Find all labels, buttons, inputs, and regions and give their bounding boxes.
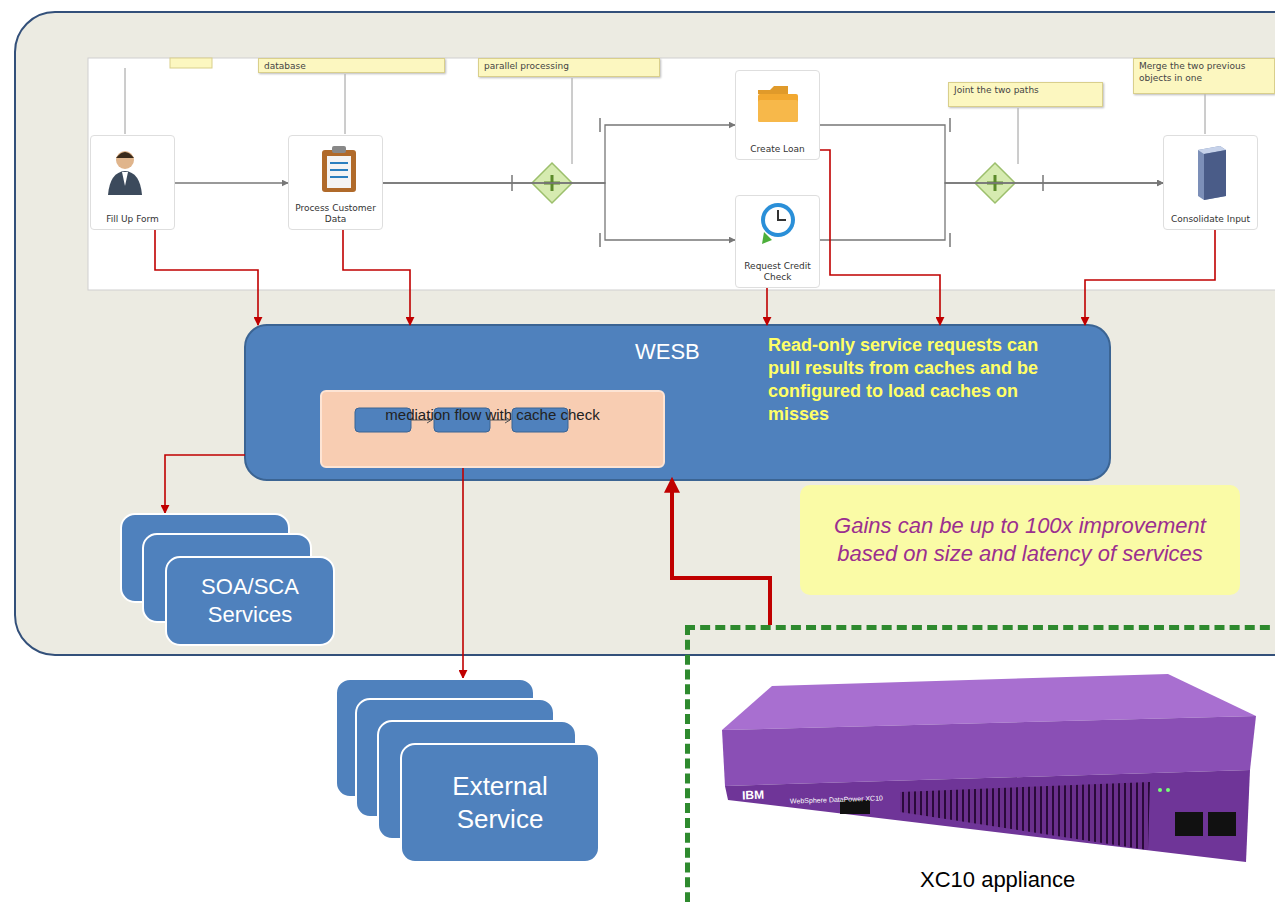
node-label: database [264, 60, 439, 72]
empty-note [170, 58, 212, 68]
sticky-note: Merge the two previous objects in one [1133, 58, 1275, 94]
person-icon [108, 151, 142, 195]
node-label: Create Loan [750, 144, 804, 155]
service-call-arrow [766, 288, 768, 325]
appliance-region: XC10 appliance [685, 625, 1275, 902]
node-label: Consolidate Input [1171, 214, 1250, 225]
service-call-arrow [462, 468, 464, 678]
node-label: Request Credit Check [739, 261, 816, 283]
sequence-flow [820, 125, 1163, 183]
clock-icon [761, 203, 795, 244]
service-stack: External Service [335, 678, 600, 863]
sticky-note: parallel processing [478, 58, 660, 77]
node-body: Read-only service requests can pull resu… [768, 334, 1060, 426]
process-task: Consolidate Input [1163, 135, 1258, 230]
node-label: External Service [400, 743, 600, 863]
server-icon [1198, 146, 1226, 200]
stack-outline [335, 678, 600, 863]
callout-box: Gains can be up to 100x improvement base… [800, 485, 1240, 595]
sequence-flow [383, 125, 735, 183]
service-call-arrow [155, 230, 258, 325]
process-task: Request Credit Check [735, 195, 820, 288]
node-label: WESB [635, 339, 700, 365]
service-call-arrow [165, 455, 245, 513]
node-label: Process Customer Data [292, 203, 379, 225]
wesb-body [245, 325, 1110, 480]
sequence-flow [820, 183, 1163, 240]
process-canvas [88, 58, 1275, 290]
outer-panel [15, 12, 1275, 655]
node-label: parallel processing [484, 60, 654, 72]
folder-icon [758, 86, 798, 122]
service-stack: SOA/SCA Services [120, 513, 335, 646]
note-leaders [125, 68, 1205, 164]
esb-box: WESB Read-only service requests can pull … [245, 325, 1110, 480]
xc10-appliance-illustration [722, 674, 1256, 862]
process-task: Process Customer Data [288, 135, 383, 230]
service-call-arrow [672, 480, 770, 625]
process-task: Fill Up Form [90, 135, 175, 230]
node-label: XC10 appliance [920, 867, 1075, 893]
mediation-flow: mediation flow with cache check [320, 390, 665, 468]
sequence-flow [175, 182, 288, 183]
node-label: SOA/SCA Services [165, 556, 335, 646]
service-call-arrow [820, 150, 940, 325]
sticky-note: database [258, 58, 445, 73]
sticky-note: Joint the two paths [948, 82, 1103, 107]
sequence-flow [383, 183, 735, 240]
node-label: Gains can be up to 100x improvement base… [825, 512, 1215, 568]
product-name: WebSphere DataPower XC10 [790, 794, 883, 804]
node-label: mediation flow with cache check [322, 406, 663, 461]
node-label: Fill Up Form [106, 214, 159, 225]
clipboard-icon [322, 146, 356, 192]
process-task: Create Loan [735, 70, 820, 160]
service-call-arrow [1085, 230, 1215, 325]
brand-mark: IBM [742, 788, 764, 803]
service-call-arrow [343, 230, 410, 325]
node-label: Joint the two paths [954, 84, 1097, 96]
node-label: Merge the two previous objects in one [1139, 60, 1269, 84]
